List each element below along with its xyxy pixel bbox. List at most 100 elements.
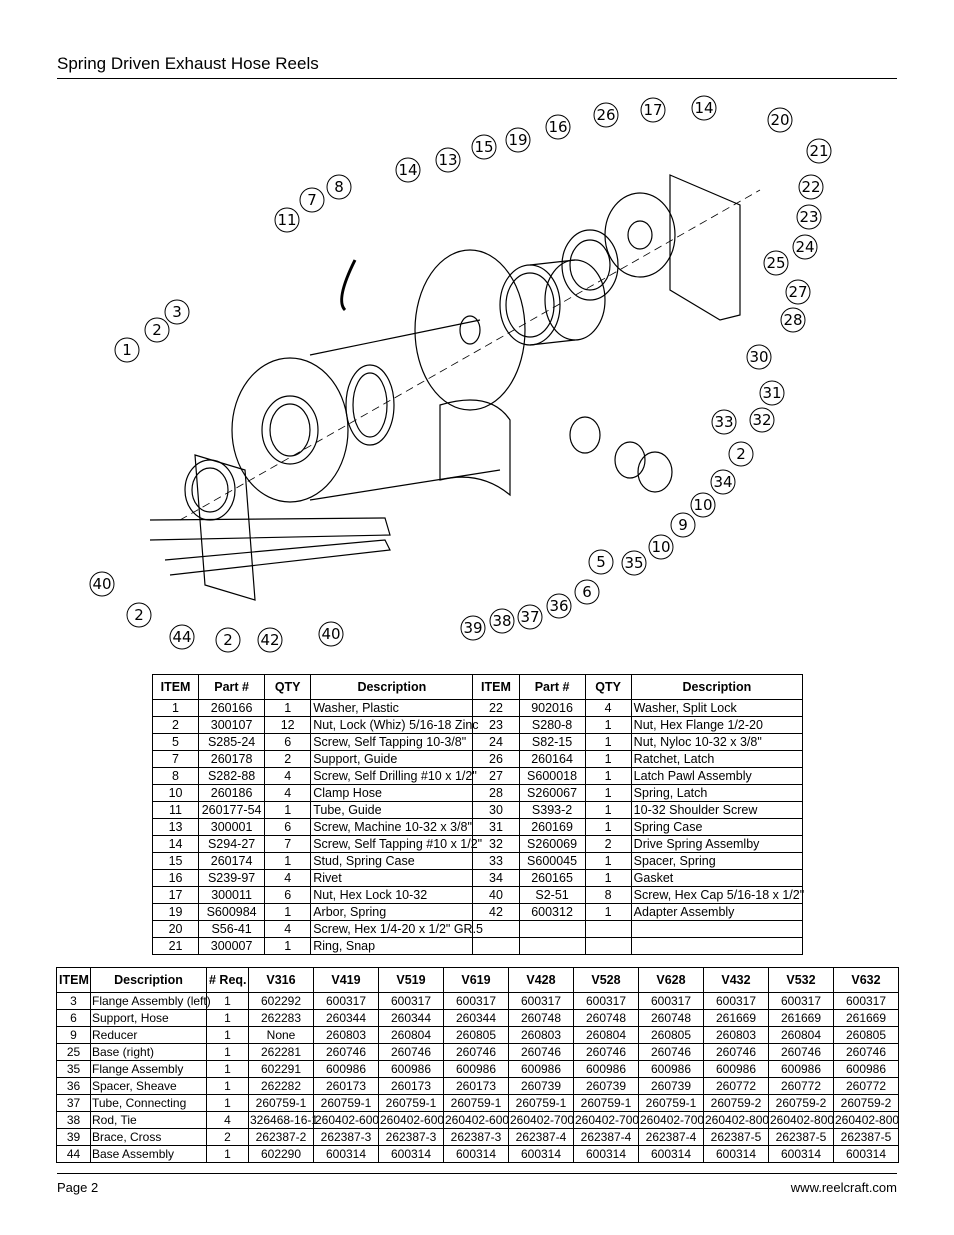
table-cell: 260173 [378,1077,444,1095]
table-cell: 260805 [443,1026,509,1044]
table-cell: 600314 [378,1145,444,1163]
table-cell: Washer, Plastic [310,699,474,717]
header-rule [57,78,897,79]
column-header: Description [90,967,207,993]
table-cell: 260759-1 [638,1094,704,1112]
table-cell: 260746 [703,1043,769,1061]
table-cell: 12 [264,716,312,734]
table-cell: 602291 [248,1060,314,1078]
table-cell: 262282 [248,1077,314,1095]
table-cell: 1 [206,1077,249,1095]
column-header: QTY [264,674,312,700]
callout-27: 27 [785,279,811,305]
column-header: V628 [638,967,704,993]
table-cell: 600986 [768,1060,834,1078]
table-cell: 13 [151,818,200,836]
table-cell: 6 [264,733,312,751]
table-cell: 37 [56,1094,91,1112]
table-cell: 3 [56,992,91,1010]
table-cell: 1 [264,937,312,955]
column-header: V528 [573,967,639,993]
table-cell: 8 [151,767,200,785]
table-cell: 17 [151,886,200,904]
table-cell: 31 [472,818,520,836]
callout-8: 8 [326,174,352,200]
table-cell: 4 [264,784,312,802]
table-cell: 600986 [443,1060,509,1078]
table-cell: 1 [584,767,632,785]
table-cell: 42 [472,903,520,921]
table-cell: 300001 [198,818,266,836]
table-cell [584,937,632,955]
table-cell: 35 [56,1060,91,1078]
table-cell: 39 [56,1128,91,1146]
callout-6: 6 [574,579,600,605]
callout-label: 26 [596,106,615,124]
column-header: Description [310,674,474,700]
table-cell: 260804 [378,1026,444,1044]
callout-26: 26 [593,102,619,128]
table-cell: 7 [264,835,312,853]
table-cell: 1 [584,852,632,870]
table-cell: 19 [151,903,200,921]
table-cell: 261669 [833,1009,899,1027]
callout-label: 2 [223,631,233,649]
callout-39: 39 [460,615,486,641]
callout-label: 35 [624,554,643,572]
table-cell: 260803 [703,1026,769,1044]
table-cell: 261669 [703,1009,769,1027]
callout-label: 28 [783,311,802,329]
table-cell: 600986 [378,1060,444,1078]
base-right [669,174,741,321]
table-cell: 600314 [768,1145,834,1163]
table-cell: 260772 [833,1077,899,1095]
column-header: V316 [248,967,314,993]
callout-label: 32 [752,411,771,429]
callout-10: 10 [690,492,716,518]
table-cell: 262387-2 [248,1128,314,1146]
table-cell: 260344 [443,1009,509,1027]
table-cell: Spacer, Spring [630,852,804,870]
table-cell: 600986 [703,1060,769,1078]
table-cell: 1 [584,733,632,751]
table-cell: 600314 [703,1145,769,1163]
table-cell: 260165 [518,869,586,887]
callout-19: 19 [505,127,531,153]
table-cell: Spacer, Sheave [90,1077,207,1095]
callout-11: 11 [274,207,300,233]
table-cell: 260759-1 [573,1094,639,1112]
table-cell: 260169 [518,818,586,836]
table-cell: S600045 [518,852,586,870]
callout-label: 5 [596,553,606,571]
callout-14: 14 [691,95,717,121]
table-cell: 260344 [378,1009,444,1027]
table-cell: 262387-5 [768,1128,834,1146]
table-cell: 260173 [443,1077,509,1095]
table-cell: 1 [264,852,312,870]
table-cell: 600986 [573,1060,639,1078]
table-cell: 260402-800 [833,1111,900,1129]
table-cell: 600312 [518,903,586,921]
website-link[interactable]: www.reelcraft.com [790,1180,897,1195]
table-cell: 38 [56,1111,91,1129]
table-cell: 600317 [378,992,444,1010]
callout-23: 23 [796,204,822,230]
table-cell: 602290 [248,1145,314,1163]
column-header: Part # [518,674,586,700]
table-cell: Latch Pawl Assembly [630,767,804,785]
table-cell: 260402-700 [638,1111,705,1129]
callout-label: 25 [766,254,785,272]
table-cell: S294-27 [198,835,266,853]
table-cell: Gasket [630,869,804,887]
table-cell: Rivet [310,869,474,887]
table-cell: 260803 [508,1026,574,1044]
table-cell: 600314 [508,1145,574,1163]
